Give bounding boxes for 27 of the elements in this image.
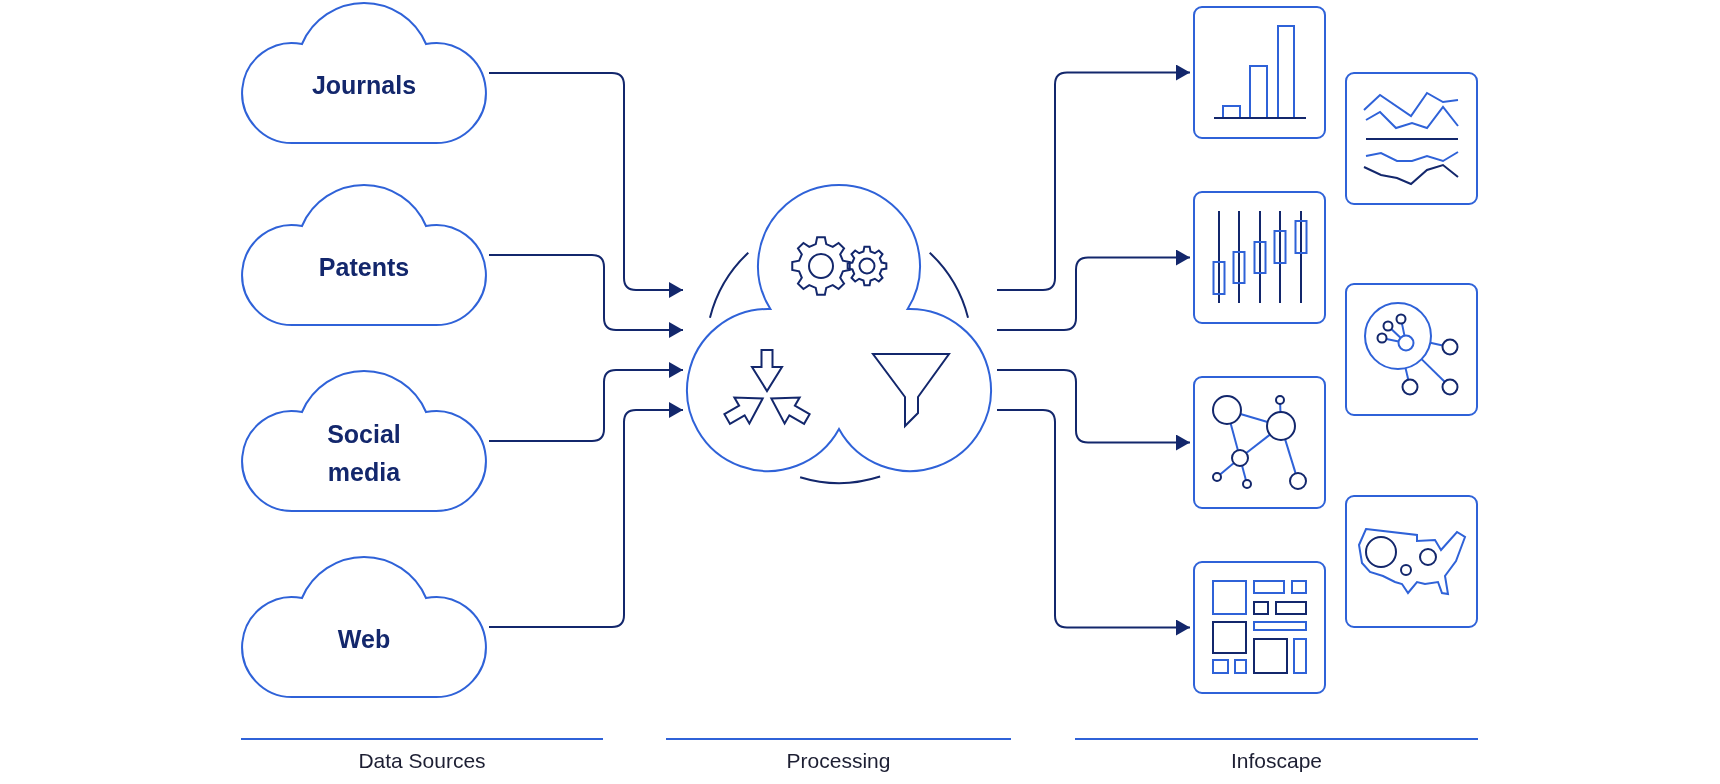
arrow — [488, 402, 684, 628]
section-label: Data Sources — [358, 749, 486, 773]
cloud — [242, 2, 486, 144]
arrow — [996, 409, 1191, 636]
chart-panel — [1193, 561, 1326, 694]
section-label: Processing — [786, 749, 891, 773]
chart-panel — [1193, 6, 1326, 139]
cloud — [242, 370, 486, 512]
chart-panel — [1345, 495, 1478, 628]
cloud — [242, 556, 486, 698]
arrow — [488, 72, 684, 298]
section-label: Infoscape — [1230, 749, 1323, 773]
arrow — [488, 254, 684, 338]
chart-panel — [1193, 376, 1326, 509]
node-label: Patents — [318, 253, 410, 281]
chart-panel — [1345, 283, 1478, 416]
arrow — [996, 64, 1191, 291]
chart-panel — [1193, 191, 1326, 324]
node-label: Social media — [327, 420, 401, 486]
cloud — [242, 184, 486, 326]
chart-panel — [1345, 72, 1478, 205]
arrow — [996, 369, 1191, 451]
node-label: Journals — [311, 71, 417, 99]
circle-cluster — [686, 184, 994, 485]
arrow — [488, 362, 684, 442]
node-label: Web — [337, 625, 391, 653]
arrow — [996, 249, 1191, 331]
